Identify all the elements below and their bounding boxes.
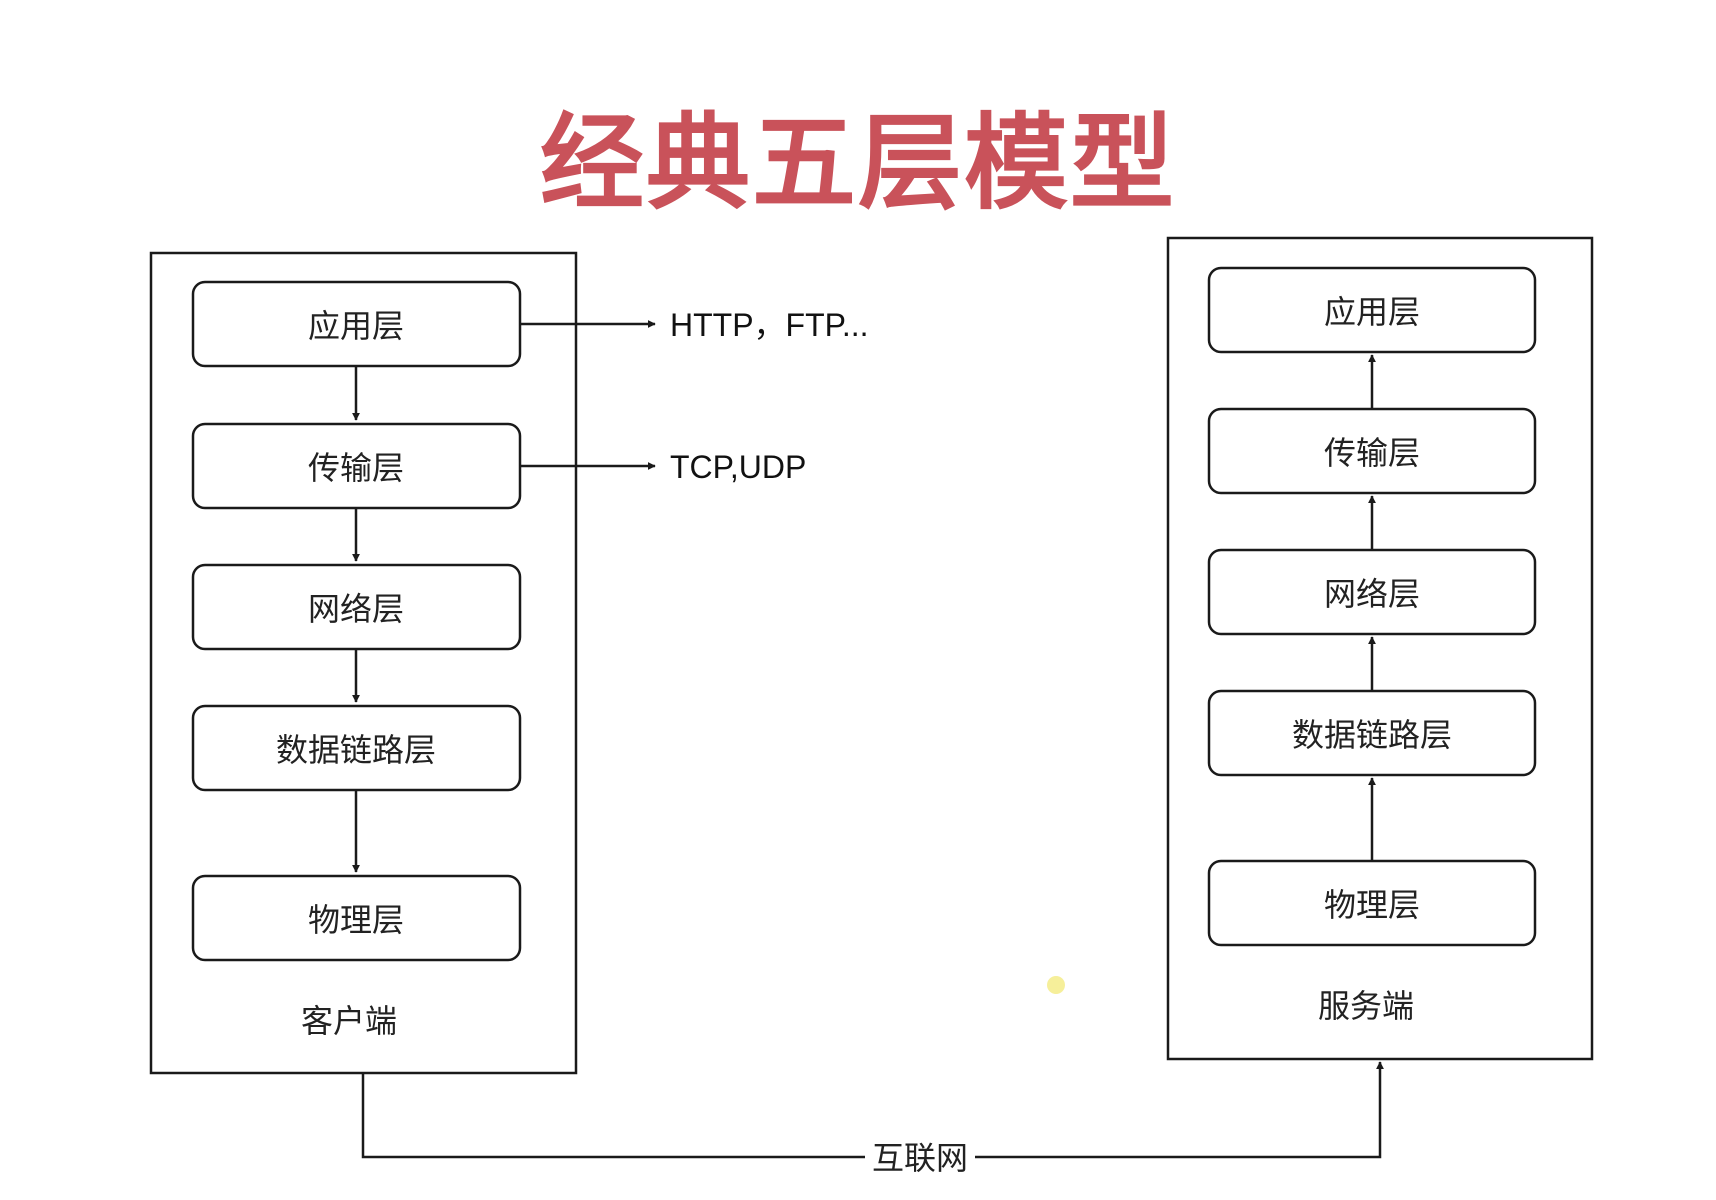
client-layer-network: 网络层 [191, 563, 522, 651]
server-layer-physical-label: 物理层 [1324, 886, 1420, 924]
page-title: 经典五层模型 [539, 102, 1176, 224]
server-container [1166, 236, 1594, 1061]
server-layer-transport-label: 传输层 [1324, 434, 1420, 472]
server-label: 服务端 [1318, 987, 1414, 1025]
server-layer-application: 应用层 [1207, 266, 1537, 354]
server-layer-datalink-label: 数据链路层 [1292, 716, 1452, 754]
transport-protocols: TCP,UDP [670, 449, 806, 485]
server-layer-network: 网络层 [1207, 548, 1537, 636]
internet-line-right [975, 1061, 1384, 1159]
server-layer-network-label: 网络层 [1324, 575, 1420, 613]
server-layer-physical: 物理层 [1207, 859, 1537, 947]
client-layer-application-label: 应用层 [308, 307, 404, 345]
cursor-highlight-dot [1047, 976, 1065, 994]
client-layer-transport: 传输层 [191, 422, 522, 510]
server-layer-datalink: 数据链路层 [1207, 689, 1537, 777]
internet-line-left [361, 1073, 865, 1159]
client-label: 客户端 [301, 1002, 397, 1040]
client-layer-datalink-label: 数据链路层 [276, 731, 436, 769]
server-layer-application-label: 应用层 [1324, 293, 1420, 331]
server-layer-transport: 传输层 [1207, 407, 1537, 495]
client-layer-datalink: 数据链路层 [191, 704, 522, 792]
client-layer-physical-label: 物理层 [308, 901, 404, 939]
client-layer-physical: 物理层 [191, 874, 522, 962]
client-layer-network-label: 网络层 [308, 590, 404, 628]
internet-label: 互联网 [872, 1139, 968, 1177]
client-layer-transport-label: 传输层 [308, 449, 404, 487]
client-layer-application: 应用层 [191, 280, 522, 368]
application-protocols: HTTP，FTP... [670, 307, 869, 343]
